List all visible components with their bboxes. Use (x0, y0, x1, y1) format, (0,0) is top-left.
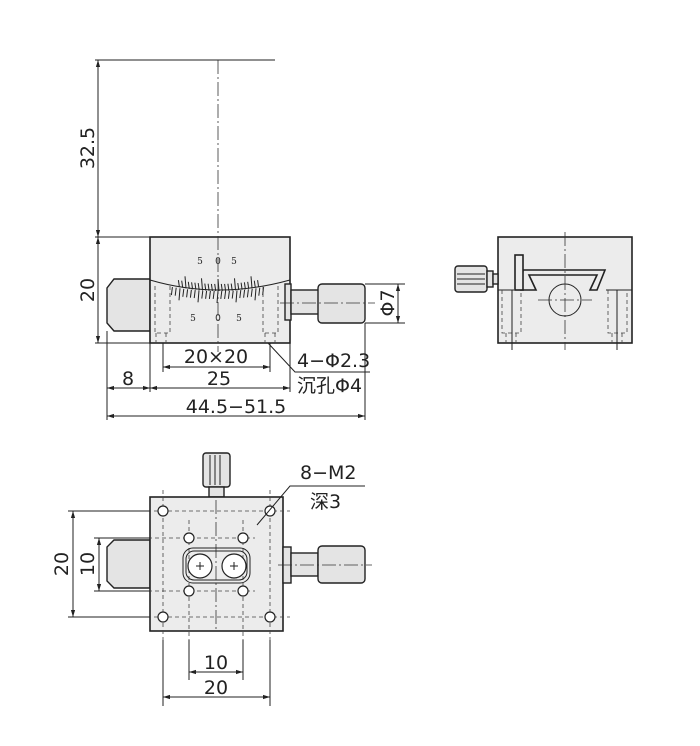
scale-tick (220, 283, 223, 292)
scale-tick (224, 283, 227, 291)
scale-tick (247, 281, 250, 289)
scale-tick (234, 278, 236, 291)
thread-note: 8−M2 (300, 462, 357, 484)
scale-tick (201, 278, 203, 291)
top-body (149, 496, 284, 632)
dim-height: 20 (77, 278, 99, 302)
micrometer-thimble (317, 283, 366, 324)
left-knob-top (106, 539, 151, 589)
scale-tick (193, 289, 196, 299)
mounting-hole-icon (183, 585, 195, 597)
dim-inner-v: 10 (77, 552, 99, 576)
micrometer-thimble-top (317, 545, 366, 584)
scale-tick (237, 282, 240, 291)
scale-tick (197, 290, 200, 303)
scale-tick (231, 290, 234, 299)
scale-tick (174, 287, 177, 296)
scale-tick (257, 280, 260, 288)
scale-tick (177, 280, 180, 288)
scale-tick (250, 288, 253, 297)
side-view (454, 232, 633, 350)
scale-tick (207, 283, 210, 291)
mounting-hole-icon (264, 505, 276, 517)
scale-tick (212, 290, 215, 300)
mounting-hole-icon (157, 505, 169, 517)
scale-label: 5 (197, 257, 203, 267)
scale-tick (258, 287, 261, 296)
scale-tick (224, 290, 227, 299)
scale-tick (230, 283, 233, 291)
dim-micrometer: Φ7 (377, 289, 399, 316)
scale-tick (184, 276, 187, 289)
counterbore-note: 沉孔Φ4 (297, 375, 362, 397)
dim-total: 44.5−51.5 (186, 396, 287, 418)
scale-tick (178, 288, 181, 301)
dim-knob: 8 (122, 368, 134, 390)
scale-tick (197, 282, 200, 291)
scale-tick (214, 283, 217, 292)
scale-tick (187, 281, 190, 289)
mounting-hole-icon (183, 532, 195, 544)
scale-tick (182, 288, 185, 297)
scale-tick (191, 282, 194, 290)
scale-label: 5 (236, 314, 242, 324)
scale-tick (204, 283, 207, 291)
left-knob (106, 278, 151, 332)
scale-tick (240, 282, 243, 290)
scale-tick (220, 290, 223, 300)
scale-tick (227, 283, 230, 291)
dim-outer-h: 20 (204, 677, 228, 699)
mounting-hole-icon (237, 532, 249, 544)
dim-hole-pitch: 20×20 (184, 346, 248, 368)
scale-tick (201, 290, 204, 299)
dim-width: 25 (207, 368, 231, 390)
front-view: 5 0 5 5 0 5 32.5 20 Φ7 20×20 25 8 44.5−5… (77, 59, 405, 420)
scale-tick (194, 282, 197, 290)
scale-label: 5 (190, 314, 196, 324)
dim-outer-v: 20 (51, 552, 73, 576)
scale-tick (243, 282, 246, 290)
top-knob (202, 452, 231, 488)
mounting-hole-icon (264, 611, 276, 623)
micrometer-collar (284, 283, 292, 321)
mounting-hole-icon (157, 611, 169, 623)
scale-tick (181, 280, 184, 288)
scale-tick (243, 289, 246, 298)
dim-inner-h: 10 (204, 652, 228, 674)
top-view: 20 10 10 20 8−M2 深3 (51, 452, 372, 706)
depth-note: 深3 (310, 491, 341, 513)
scale-tick (227, 290, 230, 299)
mounting-hole-icon (237, 585, 249, 597)
scale-tick (253, 280, 256, 288)
micrometer-shaft (290, 289, 320, 315)
scale-tick (170, 287, 173, 296)
scale-tick (186, 289, 189, 298)
vernier-scale (170, 276, 265, 304)
scale-tick (254, 288, 257, 301)
dim-height-top: 32.5 (77, 127, 99, 169)
scale-label: 5 (231, 257, 237, 267)
scale-tick (250, 276, 253, 289)
scale-tick (239, 289, 242, 299)
hole-note: 4−Φ2.3 (297, 350, 370, 372)
scale-tick (246, 289, 249, 298)
scale-tick (208, 290, 211, 299)
scale-tick (210, 283, 213, 291)
scale-tick (189, 289, 192, 298)
scale-tick (235, 290, 238, 303)
scale-tick (205, 290, 208, 299)
